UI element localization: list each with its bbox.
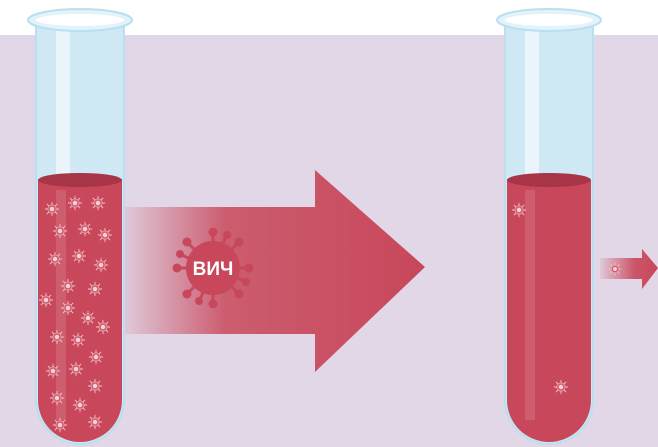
virus-particle-icon bbox=[94, 258, 108, 272]
virus-particle-icon bbox=[69, 362, 83, 376]
virus-label: ВИЧ bbox=[193, 259, 234, 280]
virus-particle-icon bbox=[78, 222, 92, 236]
virus-particle-icon bbox=[50, 330, 64, 344]
virus-icon: ВИЧ bbox=[174, 229, 252, 307]
virus-particle-icon bbox=[53, 224, 67, 238]
virus-particle-icon bbox=[71, 333, 85, 347]
virus-particle-icon bbox=[53, 418, 67, 432]
right-tube-blood bbox=[507, 180, 591, 442]
right-test-tube bbox=[497, 9, 601, 444]
virus-particle-icon bbox=[73, 398, 87, 412]
virus-particle-icon bbox=[88, 379, 102, 393]
virus-particle-icon bbox=[89, 350, 103, 364]
virus-particle-icon bbox=[61, 279, 75, 293]
virus-particle-icon bbox=[61, 301, 75, 315]
virus-particle-icon bbox=[98, 228, 112, 242]
small-virus-icon bbox=[609, 263, 621, 275]
virus-particle-icon bbox=[88, 415, 102, 429]
virus-particle-icon bbox=[512, 203, 526, 217]
virus-particle-icon bbox=[554, 380, 568, 394]
virus-particle-icon bbox=[68, 196, 82, 210]
virus-particle-icon bbox=[91, 196, 105, 210]
virus-particle-icon bbox=[39, 293, 53, 307]
virus-particle-icon bbox=[88, 282, 102, 296]
virus-particle-icon bbox=[45, 202, 59, 216]
virus-particle-icon bbox=[46, 364, 60, 378]
virus-particle-icon bbox=[72, 249, 86, 263]
virus-particle-icon bbox=[81, 311, 95, 325]
virus-particle-icon bbox=[48, 252, 62, 266]
virus-particle-icon bbox=[50, 391, 64, 405]
left-test-tube bbox=[28, 9, 132, 444]
virus-particle-icon bbox=[96, 320, 110, 334]
